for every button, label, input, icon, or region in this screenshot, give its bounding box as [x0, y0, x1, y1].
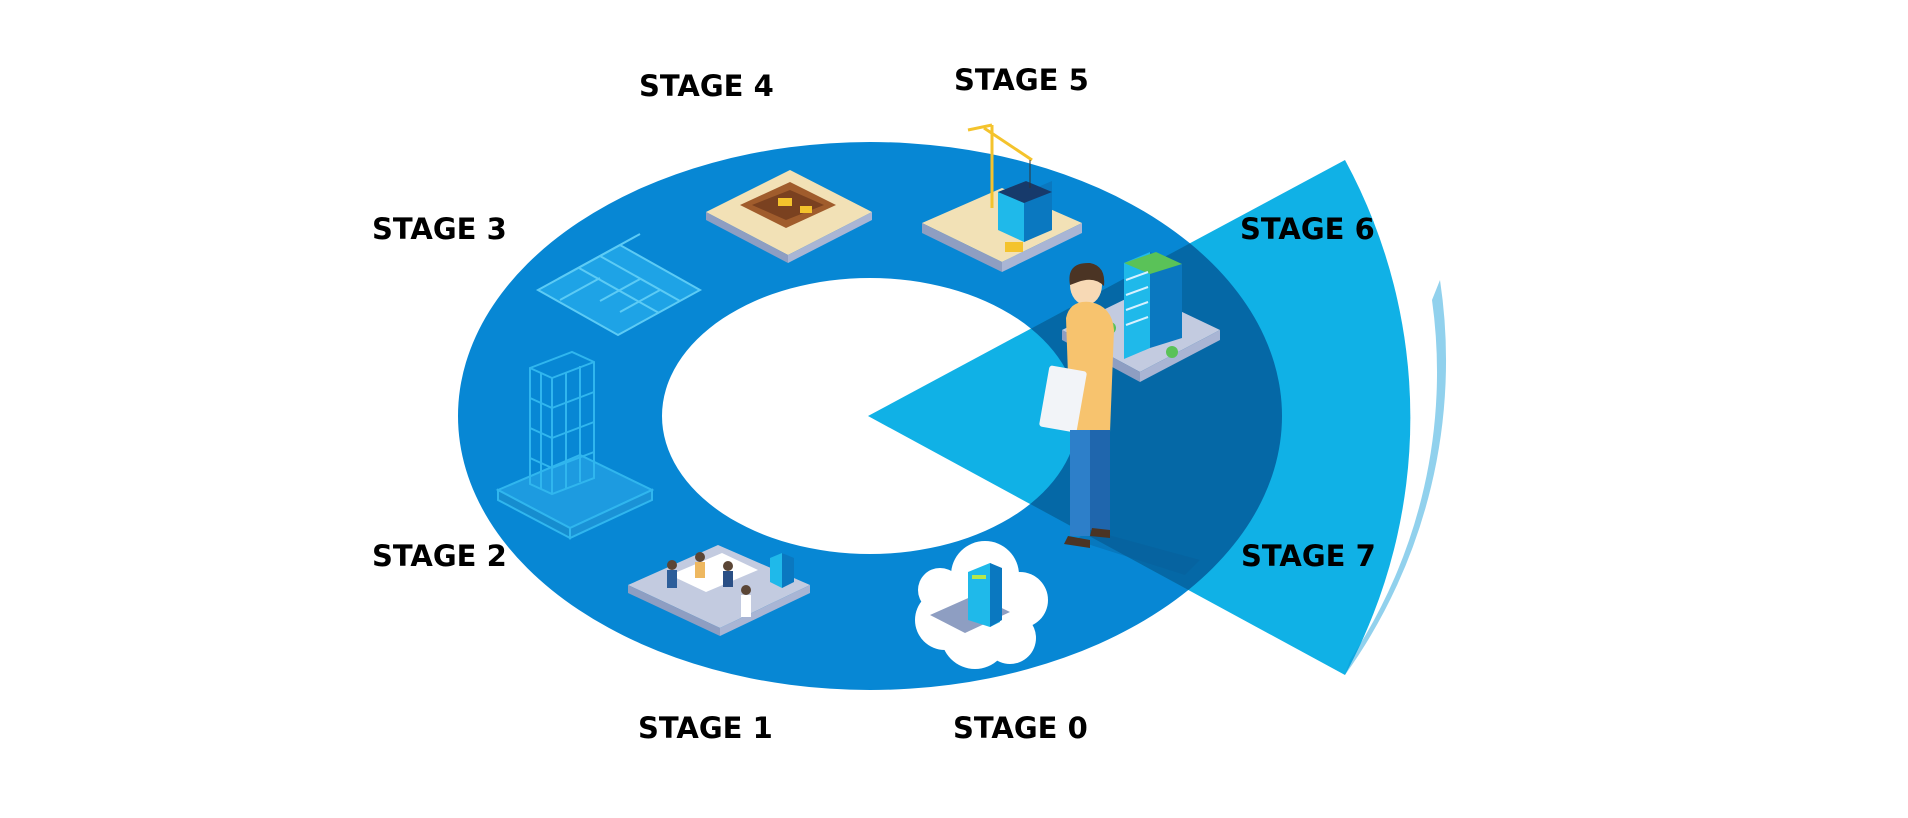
- stage-0-label: STAGE 0: [953, 711, 1088, 745]
- stage-7-label: STAGE 7: [1241, 539, 1376, 573]
- cloud-building-icon: [915, 541, 1048, 669]
- stage-2-label: STAGE 2: [372, 539, 507, 573]
- stage-6-label: STAGE 6: [1240, 212, 1375, 246]
- stage-4-label: STAGE 4: [639, 69, 774, 103]
- office-team-icon: [628, 545, 810, 636]
- stage-5-label: STAGE 5: [954, 63, 1089, 97]
- construction-crane-icon: [922, 123, 1082, 272]
- stage-1-label: STAGE 1: [638, 711, 773, 745]
- wedge-edge-shading: [1345, 280, 1447, 675]
- standing-person-icon: [1039, 262, 1200, 575]
- stage-3-label: STAGE 3: [372, 212, 507, 246]
- excavation-site-icon: [706, 170, 872, 263]
- floor-plan-icon: [535, 233, 703, 337]
- wireframe-building-icon: [495, 350, 655, 540]
